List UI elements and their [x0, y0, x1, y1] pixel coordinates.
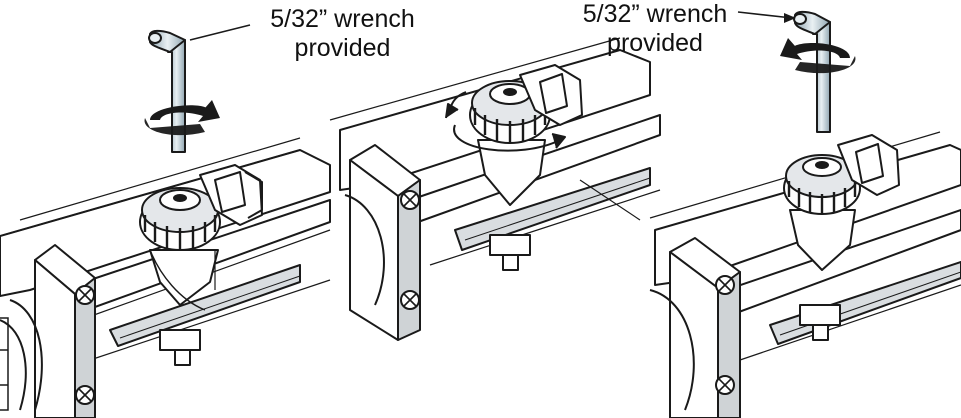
bracket-clip — [519, 64, 583, 126]
wrench-callout-step-1: 5/32” wrench provided — [250, 5, 435, 63]
panel-step-2 — [329, 37, 661, 341]
panel-step-3 — [649, 10, 961, 418]
end-cap — [344, 144, 421, 341]
panel-step-1 — [0, 24, 331, 418]
screw-icon — [75, 385, 95, 405]
callout-line-1: 5/32” wrench — [582, 0, 728, 28]
end-cap — [0, 244, 96, 418]
bracket-clip — [199, 164, 263, 226]
leader-line — [189, 24, 251, 41]
hex-key-icon — [148, 29, 186, 153]
screw-icon — [400, 290, 420, 310]
bracket-clip — [837, 134, 900, 196]
leader-line — [737, 11, 793, 19]
screw-icon — [75, 285, 95, 305]
rotate-arrow-icon — [144, 100, 220, 136]
callout-line-2: provided — [294, 34, 391, 62]
screw-icon — [715, 275, 735, 295]
adjustment-knob — [139, 187, 221, 366]
leader-arrowhead — [784, 13, 796, 23]
rotate-arrow-icon — [780, 38, 856, 74]
wrench-callout-step-3: 5/32” wrench provided — [560, 0, 750, 58]
callout-line-1: 5/32” wrench — [270, 5, 415, 33]
screw-icon — [715, 375, 735, 395]
callout-line-2: provided — [607, 29, 703, 57]
inset-frame-partial — [0, 317, 9, 411]
adjustment-knob — [783, 154, 861, 341]
screw-icon — [400, 190, 420, 210]
rotate-arrow-icon — [445, 91, 566, 152]
